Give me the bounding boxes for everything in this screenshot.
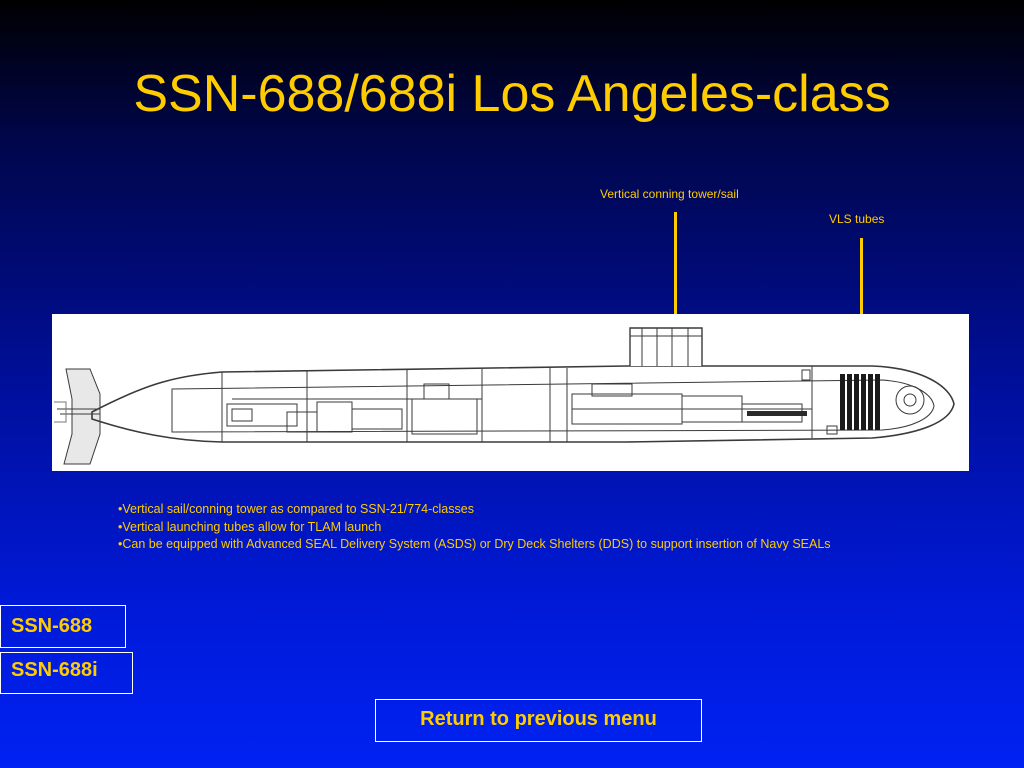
bullet-item: •Can be equipped with Advanced SEAL Deli… (118, 537, 831, 551)
sail-callout-label: Vertical conning tower/sail (600, 187, 739, 201)
ssn-688i-button[interactable]: SSN-688i (0, 652, 133, 694)
vls-callout-line (860, 238, 863, 372)
weapon-rack (747, 411, 807, 416)
return-to-previous-menu-button[interactable]: Return to previous menu (375, 699, 702, 742)
sail-shape (629, 327, 703, 366)
ssn-688-button[interactable]: SSN-688 (0, 605, 126, 648)
submarine-cutaway-drawing (54, 327, 955, 465)
bullet-item: •Vertical sail/conning tower as compared… (118, 502, 474, 516)
hull-outline (91, 365, 955, 443)
bullet-item: •Vertical launching tubes allow for TLAM… (118, 519, 382, 534)
vls-callout-label: VLS tubes (829, 212, 885, 226)
tail-fin-shape (63, 368, 101, 465)
feature-bullet-list: •Vertical sail/conning tower as compared… (118, 501, 831, 554)
submarine-diagram (52, 314, 969, 471)
slide-title: SSN-688/688i Los Angeles-class (133, 65, 891, 123)
sail-callout-line (674, 212, 677, 347)
vls-tubes-shape (840, 374, 880, 430)
